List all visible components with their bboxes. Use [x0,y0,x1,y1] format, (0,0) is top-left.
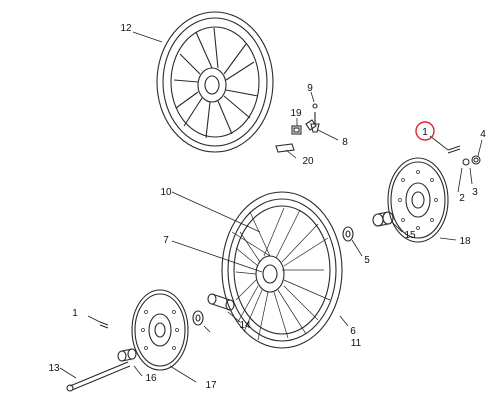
callout-labels: 12 9 19 8 20 1 4 2 3 10 7 15 18 5 14 6 1… [48,23,486,391]
front-disc-bolt [99,321,109,329]
callout-5: 5 [364,255,370,266]
callout-1-rear: 1 [422,127,428,138]
callout-7: 7 [163,235,169,246]
callout-2: 2 [459,193,465,204]
front-brake-disc [131,289,189,371]
callout-10: 10 [160,187,172,198]
callout-12: 12 [120,23,132,34]
callout-13: 13 [48,363,60,374]
front-bearing [192,310,204,326]
callout-20: 20 [302,156,314,167]
valve-stem [305,119,317,131]
callout-3: 3 [472,187,478,198]
callout-4: 4 [480,129,486,140]
valve-stem-cap [310,103,320,133]
rear-bearing [342,226,354,242]
leader-lines [59,31,483,383]
callout-1-front: 1 [72,308,78,319]
rear-spacer [372,211,394,227]
highlight-circle [415,121,435,141]
callout-6: 6 [350,326,356,337]
callout-19: 19 [290,108,302,119]
callout-9: 9 [307,83,313,94]
wheel-weight-strip [275,143,295,153]
callout-17: 17 [205,380,217,391]
nut-and-washer [462,155,481,166]
callout-14: 14 [239,320,251,331]
axle-spacer [117,348,137,362]
front-axle [66,361,131,392]
disc-bolt [447,145,461,154]
callout-16: 16 [145,373,157,384]
callout-8: 8 [342,137,348,148]
callout-15: 15 [404,230,416,241]
spoked-wheel [221,191,343,349]
callout-18: 18 [459,236,471,247]
cast-wheel [156,11,274,153]
rear-brake-disc [387,157,449,243]
front-spacer [207,293,235,311]
callout-11: 11 [351,338,362,349]
balance-weight [291,125,302,135]
